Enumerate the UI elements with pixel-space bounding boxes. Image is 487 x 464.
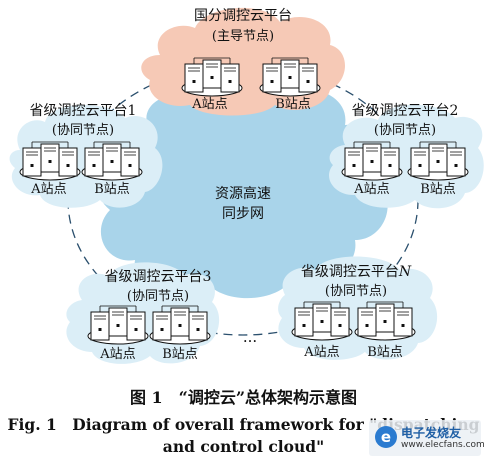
province-2-station-b: B站点 <box>420 182 456 197</box>
province-1-station-a: A站点 <box>30 182 66 197</box>
national-station-a: A站点 <box>191 97 227 112</box>
province-1-node: 省级调控云平台1 (协同节点) A站点 B站点 <box>9 103 163 208</box>
province-n-server-b <box>355 302 415 340</box>
province-1-title: 省级调控云平台1 <box>30 103 137 119</box>
province-3-server-a <box>88 306 148 344</box>
national-role: (主导节点) <box>212 29 274 44</box>
watermark-badge: e 电子发烧友 www.elecfans.com <box>369 420 485 456</box>
province-2-server-a <box>342 142 402 180</box>
caption-chinese: 图 1 “调控云”总体架构示意图 <box>129 388 358 407</box>
province-3-station-b: B站点 <box>162 347 198 362</box>
province-n-node: 省级调控云平台N (协同节点) A站点 B站点 <box>278 256 438 360</box>
national-node: 国分调控云平台 (主导节点) A站点 B站点 <box>141 7 345 116</box>
province-3-server-b <box>150 306 210 344</box>
province-2-station-a: A站点 <box>353 182 389 197</box>
watermark-text: 电子发烧友 <box>401 426 462 440</box>
central-cloud <box>97 78 388 299</box>
province-2-title: 省级调控云平台2 <box>352 103 459 119</box>
province-1-server-b <box>82 142 142 180</box>
province-1-station-b: B站点 <box>94 182 130 197</box>
province-n-server-a <box>292 302 352 340</box>
province-n-station-a: A站点 <box>303 345 339 360</box>
province-n-role: (协同节点) <box>325 284 387 299</box>
framework-diagram: 国分调控云平台 (主导节点) A站点 B站点 省级调控云平台1 (协同节点) A… <box>9 7 484 364</box>
watermark-logo-icon: e <box>375 426 397 448</box>
more-nodes-ellipsis: ... <box>243 328 257 346</box>
watermark-url: www.elecfans.com <box>401 440 485 450</box>
caption-english-line-1: Fig. 1 Diagram of overall framework for … <box>7 415 480 434</box>
province-1-server-a <box>20 142 80 180</box>
national-title: 国分调控云平台 <box>194 8 292 24</box>
caption-english-line-2: and control cloud" <box>162 437 325 456</box>
national-station-b: B站点 <box>275 97 311 112</box>
province-3-node: 省级调控云平台3 (协同节点) A站点 B站点 <box>66 262 220 364</box>
province-3-role: (协同节点) <box>127 289 189 304</box>
province-n-station-b: B站点 <box>367 345 403 360</box>
province-3-station-a: A站点 <box>99 347 135 362</box>
central-cloud-label-2: 同步网 <box>222 206 264 222</box>
national-server-b <box>260 58 320 96</box>
province-2-role: (协同节点) <box>374 123 436 138</box>
province-2-server-b <box>408 142 468 180</box>
province-2-node: 省级调控云平台2 (协同节点) A站点 B站点 <box>328 103 484 209</box>
central-cloud-label-1: 资源高速 <box>215 185 271 202</box>
province-3-title: 省级调控云平台3 <box>105 269 212 285</box>
province-n-title: 省级调控云平台N <box>301 264 412 280</box>
province-1-role: (协同节点) <box>52 123 114 138</box>
national-server-a <box>182 58 242 96</box>
